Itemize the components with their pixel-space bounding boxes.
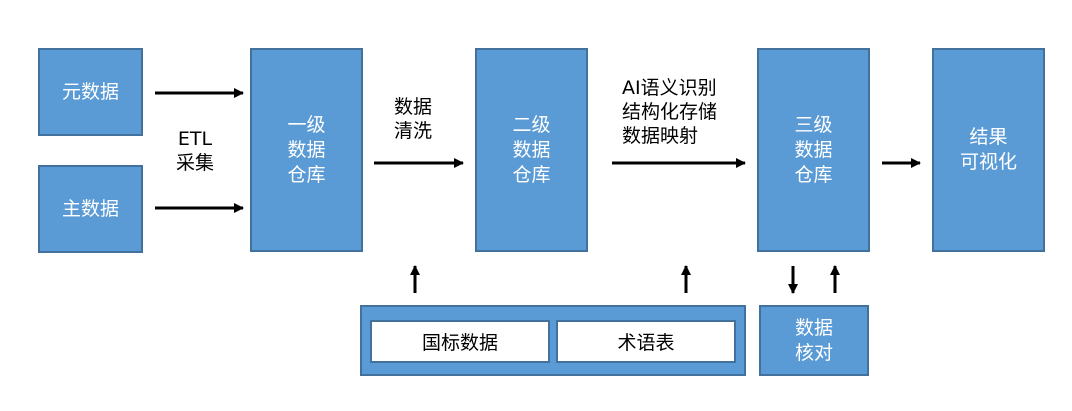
data-verification-label: 数据 核对 xyxy=(794,316,833,364)
visualization-box: 结果 可视化 xyxy=(932,48,1045,252)
cleaning-label: 数据 清洗 xyxy=(394,96,433,142)
visualization-label: 结果 可视化 xyxy=(959,126,1017,173)
level2-warehouse-box: 二级 数据 仓库 xyxy=(475,48,588,252)
metadata-label: 元数据 xyxy=(61,80,119,103)
glossary-box: 术语表 xyxy=(556,320,736,363)
master-data-box: 主数据 xyxy=(38,165,143,253)
level3-warehouse-label: 三级 数据 仓库 xyxy=(794,113,833,186)
metadata-box: 元数据 xyxy=(38,48,143,136)
level2-warehouse-label: 二级 数据 仓库 xyxy=(512,113,551,186)
level3-warehouse-box: 三级 数据 仓库 xyxy=(757,48,870,252)
master-data-label: 主数据 xyxy=(61,197,119,220)
level1-warehouse-label: 一级 数据 仓库 xyxy=(287,113,326,186)
data-verification-box: 数据 核对 xyxy=(759,305,869,376)
ai-processing-label: AI语义识别 结构化存储 数据映射 xyxy=(622,77,718,147)
etl-label: ETL 采集 xyxy=(175,128,214,174)
national-standard-data-label: 国标数据 xyxy=(421,332,498,354)
glossary-label: 术语表 xyxy=(617,332,675,354)
national-standard-data-box: 国标数据 xyxy=(370,320,550,363)
level1-warehouse-box: 一级 数据 仓库 xyxy=(250,48,363,252)
